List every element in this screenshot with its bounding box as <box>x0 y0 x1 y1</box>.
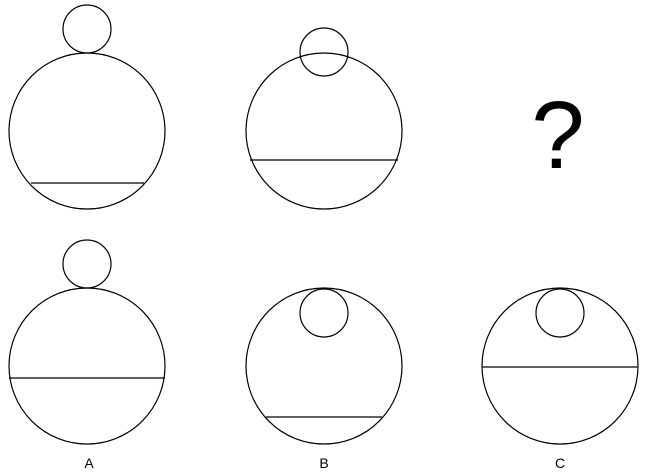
option-b-big-circle <box>245 287 403 445</box>
option-b-figure[interactable] <box>245 287 403 445</box>
option-c-figure[interactable] <box>481 287 639 445</box>
option-a-figure[interactable] <box>8 239 166 445</box>
top-figure-1-small-circle <box>62 4 112 54</box>
top-figure-2-small-circle <box>299 27 349 77</box>
top-figure-1-big-circle <box>8 52 166 210</box>
top-figure-2-big-circle <box>245 52 403 210</box>
option-c-label[interactable]: C <box>555 455 565 471</box>
option-b-small-circle <box>299 288 349 338</box>
option-b-label[interactable]: B <box>319 455 328 471</box>
question-mark: ? <box>531 82 584 189</box>
top-figure-2 <box>245 27 403 210</box>
option-a-label[interactable]: A <box>84 455 94 471</box>
option-c-small-circle <box>535 288 585 338</box>
option-c-big-circle <box>481 287 639 445</box>
option-a-small-circle <box>62 239 112 289</box>
option-a-big-circle <box>8 287 166 445</box>
top-figure-1 <box>8 4 166 210</box>
